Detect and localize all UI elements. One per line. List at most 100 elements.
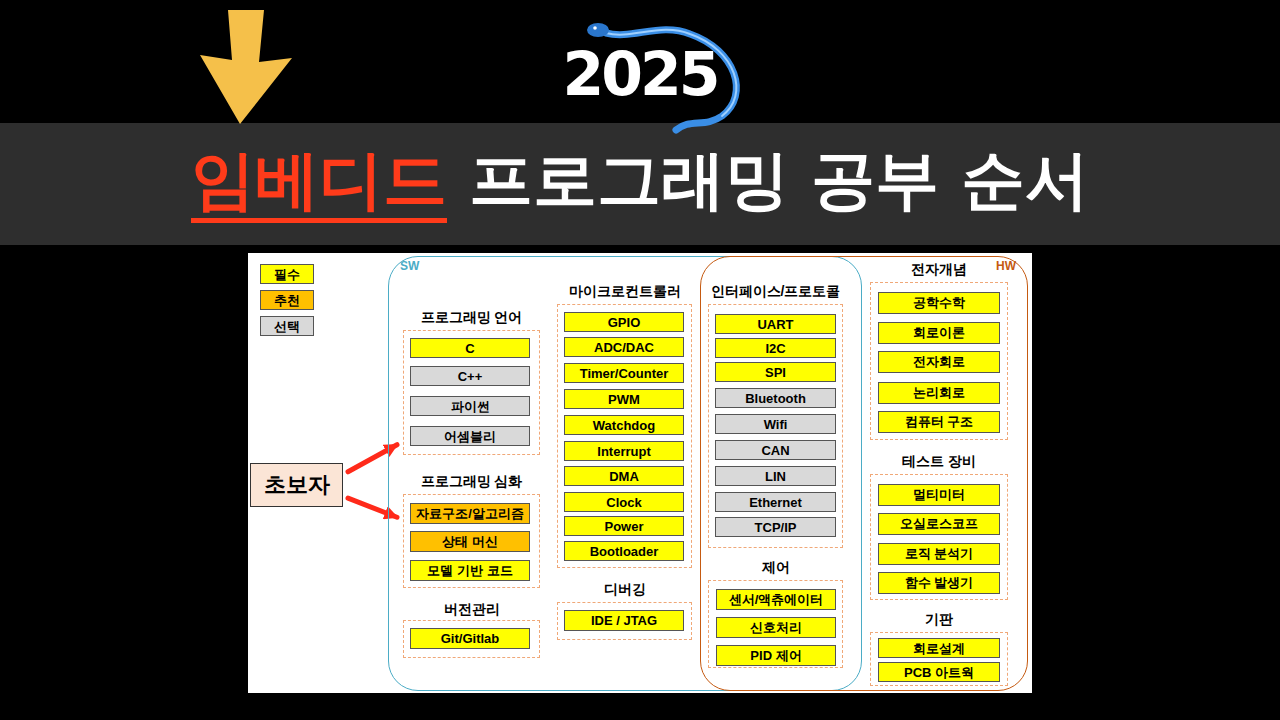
year-logo: 2025 — [520, 38, 760, 110]
legend-text: 추천 — [274, 293, 300, 308]
topic-box: 자료구조/알고리즘 — [410, 503, 530, 524]
topic-box: GPIO — [564, 312, 684, 332]
topic-box: 오실로스코프 — [878, 513, 1000, 535]
topic-label: 오실로스코프 — [900, 514, 978, 534]
topic-box: UART — [715, 314, 836, 334]
domain-region: SW프로그래밍 언어CC++파이썬어셈블리프로그래밍 심화자료구조/알고리즘상태… — [388, 256, 862, 691]
topic-box: DMA — [564, 466, 684, 486]
topic-label: 논리회로 — [913, 383, 965, 403]
topic-label: 어셈블리 — [444, 428, 496, 446]
topic-label: UART — [757, 316, 793, 334]
topic-box: TCP/IP — [715, 517, 836, 537]
topic-group: 기판회로설계 PCB 아트웍 — [870, 610, 1008, 686]
topic-label: IDE / JTAG — [591, 611, 657, 630]
topic-box: 로직 분석기 — [878, 543, 1000, 565]
topic-label: GPIO — [608, 314, 641, 332]
topic-group: 제어센서/액츄에이터신호처리PID 제어 — [708, 558, 843, 668]
topic-label: Watchdog — [593, 417, 655, 435]
topic-label: 회로설계 — [913, 640, 965, 658]
group-heading: 버전관리 — [403, 600, 540, 618]
topic-group: 인터페이스/프로토콜UARTI2CSPIBluetoothWifiCANLINE… — [708, 282, 843, 548]
region-label: HW — [996, 259, 1016, 273]
topic-label: Timer/Counter — [580, 365, 669, 383]
group-heading: 프로그래밍 심화 — [403, 472, 540, 490]
topic-box: Clock — [564, 492, 684, 512]
topic-box: Wifi — [715, 414, 836, 434]
domain-region: HW전자개념공학수학회로이론전자회로논리회로컴퓨터 구조테스트 장비멀티미터오실… — [700, 256, 1028, 691]
topic-label: 신호처리 — [750, 618, 802, 637]
topic-box: 모델 기반 코드 — [410, 560, 530, 581]
topic-label: 함수 발생기 — [905, 573, 974, 593]
group-heading: 기판 — [870, 610, 1008, 628]
topic-label: Clock — [606, 494, 641, 512]
topic-box: 함수 발생기 — [878, 572, 1000, 594]
topic-label: 회로이론 — [913, 323, 965, 343]
topic-box: C++ — [410, 366, 530, 386]
topic-label: Bluetooth — [745, 390, 806, 408]
topic-box: Interrupt — [564, 441, 684, 461]
topic-label: C — [465, 340, 474, 358]
topic-label: 파이썬 — [451, 398, 490, 416]
group-heading: 테스트 장비 — [870, 452, 1008, 470]
title-underline — [191, 218, 447, 223]
topic-box: I2C — [715, 338, 836, 358]
flow-arrow — [348, 445, 397, 472]
topic-box: LIN — [715, 466, 836, 486]
topic-label: CAN — [761, 442, 789, 460]
topic-label: ADC/DAC — [594, 339, 654, 357]
flow-arrow — [348, 498, 397, 517]
topic-box: 어셈블리 — [410, 426, 530, 446]
topic-label: SPI — [765, 364, 786, 382]
legend-text: 선택 — [274, 319, 300, 334]
legend-swatch: 필수 — [260, 264, 314, 284]
topic-box: 신호처리 — [716, 617, 836, 638]
topic-box: Ethernet — [715, 492, 836, 512]
group-heading: 전자개념 — [870, 260, 1008, 278]
title-text: 임베디드 프로그래밍 공부 순서 — [191, 142, 1090, 218]
pointer-arrow — [200, 10, 292, 124]
title-bar: 임베디드 프로그래밍 공부 순서 — [0, 142, 1280, 218]
topic-label: 상태 머신 — [442, 532, 498, 551]
topic-label: PWM — [608, 391, 640, 409]
topic-box: 파이썬 — [410, 396, 530, 416]
topic-box: PWM — [564, 389, 684, 409]
topic-box: 센서/액츄에이터 — [716, 589, 836, 610]
topic-label: TCP/IP — [755, 519, 797, 537]
topic-group: 디버깅IDE / JTAG — [557, 580, 692, 640]
group-heading: 마이크로컨트롤러 — [557, 282, 692, 300]
topic-label: 공학수학 — [913, 293, 965, 313]
legend-swatch: 추천 — [260, 290, 314, 310]
topic-box: Power — [564, 516, 684, 536]
topic-box: SPI — [715, 362, 836, 382]
start-box: 초보자 — [250, 463, 343, 507]
topic-group: 마이크로컨트롤러 GPIO ADC/DAC Timer/CounterPWM Watch… — [557, 282, 692, 568]
topic-label: PID 제어 — [750, 646, 801, 665]
topic-label: 로직 분석기 — [905, 544, 974, 564]
topic-label: 자료구조/알고리즘 — [416, 504, 524, 523]
topic-label: I2C — [765, 340, 785, 358]
topic-box: ADC/DAC — [564, 337, 684, 357]
topic-label: LIN — [765, 468, 786, 486]
topic-box: Timer/Counter — [564, 363, 684, 383]
topic-box: C — [410, 338, 530, 358]
snake-head — [587, 23, 609, 37]
topic-box: Watchdog — [564, 415, 684, 435]
topic-label: PCB 아트웍 — [904, 664, 974, 682]
topic-box: Bluetooth — [715, 388, 836, 408]
topic-label: C++ — [458, 368, 483, 386]
topic-label: 멀티미터 — [913, 485, 965, 505]
topic-box: 논리회로 — [878, 382, 1000, 404]
topic-group: 테스트 장비멀티미터오실로스코프로직 분석기함수 발생기 — [870, 452, 1008, 600]
topic-group: 프로그래밍 심화자료구조/알고리즘상태 머신모델 기반 코드 — [403, 472, 540, 588]
topic-box: 컴퓨터 구조 — [878, 411, 1000, 433]
topic-box: Git/Gitlab — [410, 628, 530, 649]
topic-group: 프로그래밍 언어 C C++ 파이썬어셈블리 — [403, 308, 540, 455]
topic-label: 전자회로 — [913, 352, 965, 372]
topic-label: Interrupt — [597, 443, 650, 461]
legend-swatch: 선택 — [260, 316, 314, 336]
topic-group: 전자개념공학수학회로이론전자회로논리회로컴퓨터 구조 — [870, 260, 1008, 440]
topic-label: Ethernet — [749, 494, 802, 512]
topic-label: Power — [604, 518, 643, 536]
group-heading: 프로그래밍 언어 — [403, 308, 540, 326]
snake-eye — [593, 26, 597, 30]
